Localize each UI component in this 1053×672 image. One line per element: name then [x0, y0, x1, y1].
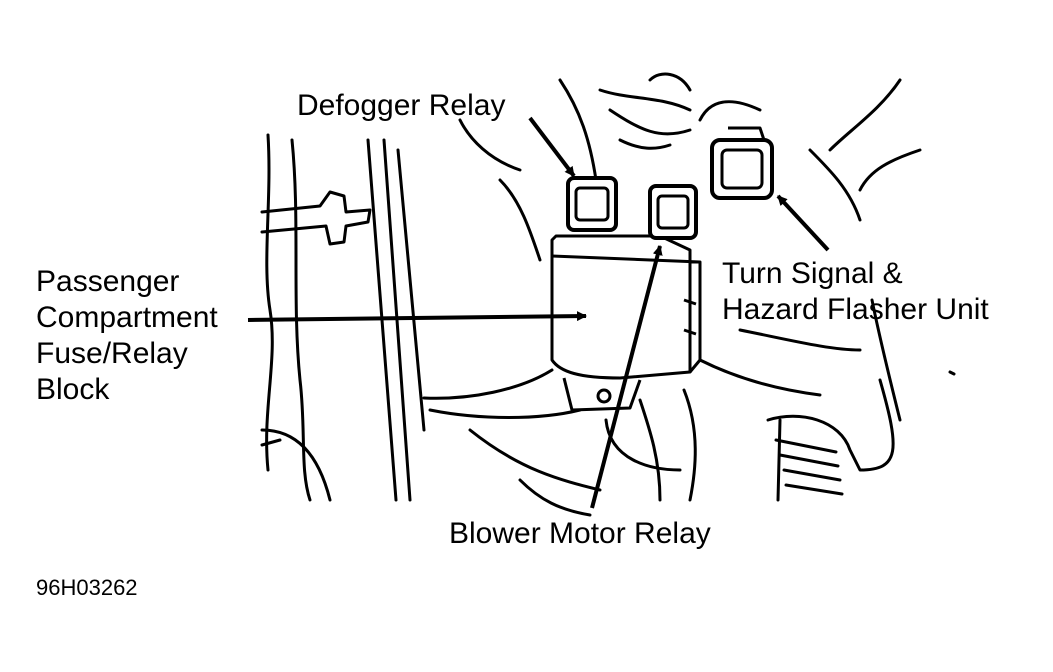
fuse-relay-block — [550, 234, 702, 412]
defogger-arrow — [528, 116, 576, 178]
flasher-unit-line: Hazard Flasher Unit — [722, 293, 989, 326]
figure-code: 96H03262 — [36, 575, 138, 600]
vehicle-structure-lineart — [260, 72, 956, 517]
defogger-relay-label: Defogger Relay — [297, 88, 505, 124]
passenger-block-arrow — [247, 311, 587, 322]
blower-arrow — [590, 245, 663, 509]
defogger-relay-text: Defogger Relay — [297, 89, 506, 122]
passenger-block-line: Passenger — [36, 265, 180, 298]
callout-arrows — [247, 116, 830, 509]
flasher-unit — [710, 126, 774, 200]
passenger-block-line: Fuse/Relay — [36, 337, 188, 370]
blower-motor-relay-text: Blower Motor Relay — [449, 517, 711, 550]
passenger-block-label: Passenger Compartment Fuse/Relay Block — [36, 264, 218, 408]
blower-motor-relay — [648, 184, 698, 240]
defogger-relay — [566, 176, 618, 232]
flasher-unit-label: Turn Signal & Hazard Flasher Unit — [722, 256, 989, 328]
flasher-unit-line: Turn Signal & — [722, 257, 903, 290]
blower-motor-relay-label: Blower Motor Relay — [449, 516, 711, 552]
passenger-block-line: Compartment — [36, 301, 218, 334]
flasher-arrow — [776, 194, 830, 252]
passenger-block-line: Block — [36, 373, 110, 406]
